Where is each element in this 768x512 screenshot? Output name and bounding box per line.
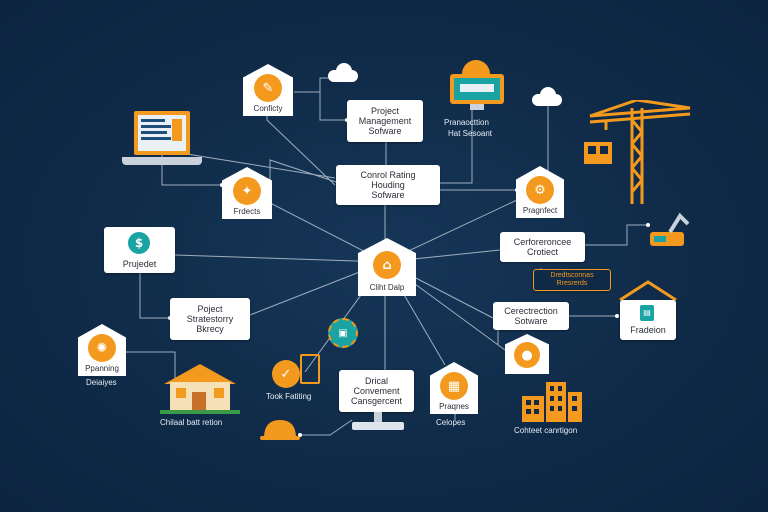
central-line-3: Sofware [371,190,405,200]
contrib-line-1: Cerectrection [504,306,558,316]
conficty-label: Conficty [253,104,283,113]
user-icon: ● [514,342,540,368]
story-line-2: Stratestorry [186,314,234,324]
foundation-label: Fradeion [630,325,666,335]
hat-support-caption: Hat Sesoant [448,129,493,138]
buildings-icon [522,382,582,422]
badge-icon: ▣ [328,318,358,348]
budget-box[interactable]: $ Prujedet [104,227,175,273]
planning-label: Ppanning [85,364,119,373]
house-icon [160,364,240,414]
project-management-box[interactable]: Project Management Sofware [347,100,423,142]
tag-line-2: Rresrerds [556,280,588,287]
product-line-3: Cansgercent [350,396,403,406]
story-line-3: Bkrecy [196,324,224,334]
finance-node[interactable]: ✦ Frdects [222,167,272,219]
conf-line-1: Cerforeroncee [513,237,572,247]
chart-icon: ⚙ [526,176,554,204]
contrib-line-2: Sotware [514,316,548,326]
child-matters-caption: Chilaal batt retion [160,418,223,427]
contribution-box[interactable]: Cerectrection Sotware [493,302,569,330]
hub-icon: ⌂ [373,251,401,279]
product-box[interactable]: Drical Convement Cansgercent [339,370,414,412]
cloud-icon [326,62,360,82]
tag-line-1: Dredtsconnas [550,272,594,279]
tool-icon: ✓ [272,360,300,388]
central-line-1: Conrol Rating [360,170,416,180]
central-software-box[interactable]: Conrol Rating Houding Sofware [336,165,440,205]
dollar-icon: $ [128,232,150,254]
bulb-icon: ✦ [233,177,261,205]
product-line-2: Convement [353,386,400,396]
progress-label: Praqnes [439,402,469,411]
gear-icon: ✺ [88,334,116,362]
clipboard-icon [300,354,320,384]
tool-rating-caption: Took Fatiting [266,392,312,401]
pm-line-3: Sofware [368,126,402,136]
central-line-2: Houding [371,180,405,190]
crane-icon [584,100,691,204]
hub-label: Cliht Dalp [369,283,405,292]
budget-label: Prujedet [122,259,157,269]
pm-line-2: Management [358,116,412,126]
promotion-caption: Pranaocttion [444,118,489,127]
story-line-1: Poject [197,304,223,314]
foundation-box[interactable]: ▤ Fradeion [620,300,676,340]
conference-box[interactable]: Cerforeroncee Crotiect [500,232,585,262]
product-line-1: Drical [364,376,388,386]
doc-icon: ▤ [640,305,654,321]
doc-icon: ▦ [440,372,468,400]
architects-label: Pragnfect [522,206,558,215]
orange-tag[interactable]: Dredtsconnas Rresrerds [533,269,611,291]
deliveries-caption: Deiaiyes [86,378,117,387]
hardhat-icon [260,420,300,440]
foundation-roof [619,280,677,302]
laptop-icon [122,111,202,171]
conf-line-2: Crotiect [526,247,558,257]
pencil-icon: ✎ [254,74,282,102]
project-story-box[interactable]: Poject Stratestorry Bkrecy [170,298,250,340]
monitor-stand [352,412,404,434]
cloud-icon [530,86,564,106]
colopes-caption: Celopes [436,418,466,427]
hardhat-icon [450,60,504,112]
finance-label: Frdects [233,207,261,216]
contract-campaign-caption: Cohteet canrtigon [514,426,578,435]
pm-line-1: Project [370,106,399,116]
excavator-icon [650,212,690,246]
